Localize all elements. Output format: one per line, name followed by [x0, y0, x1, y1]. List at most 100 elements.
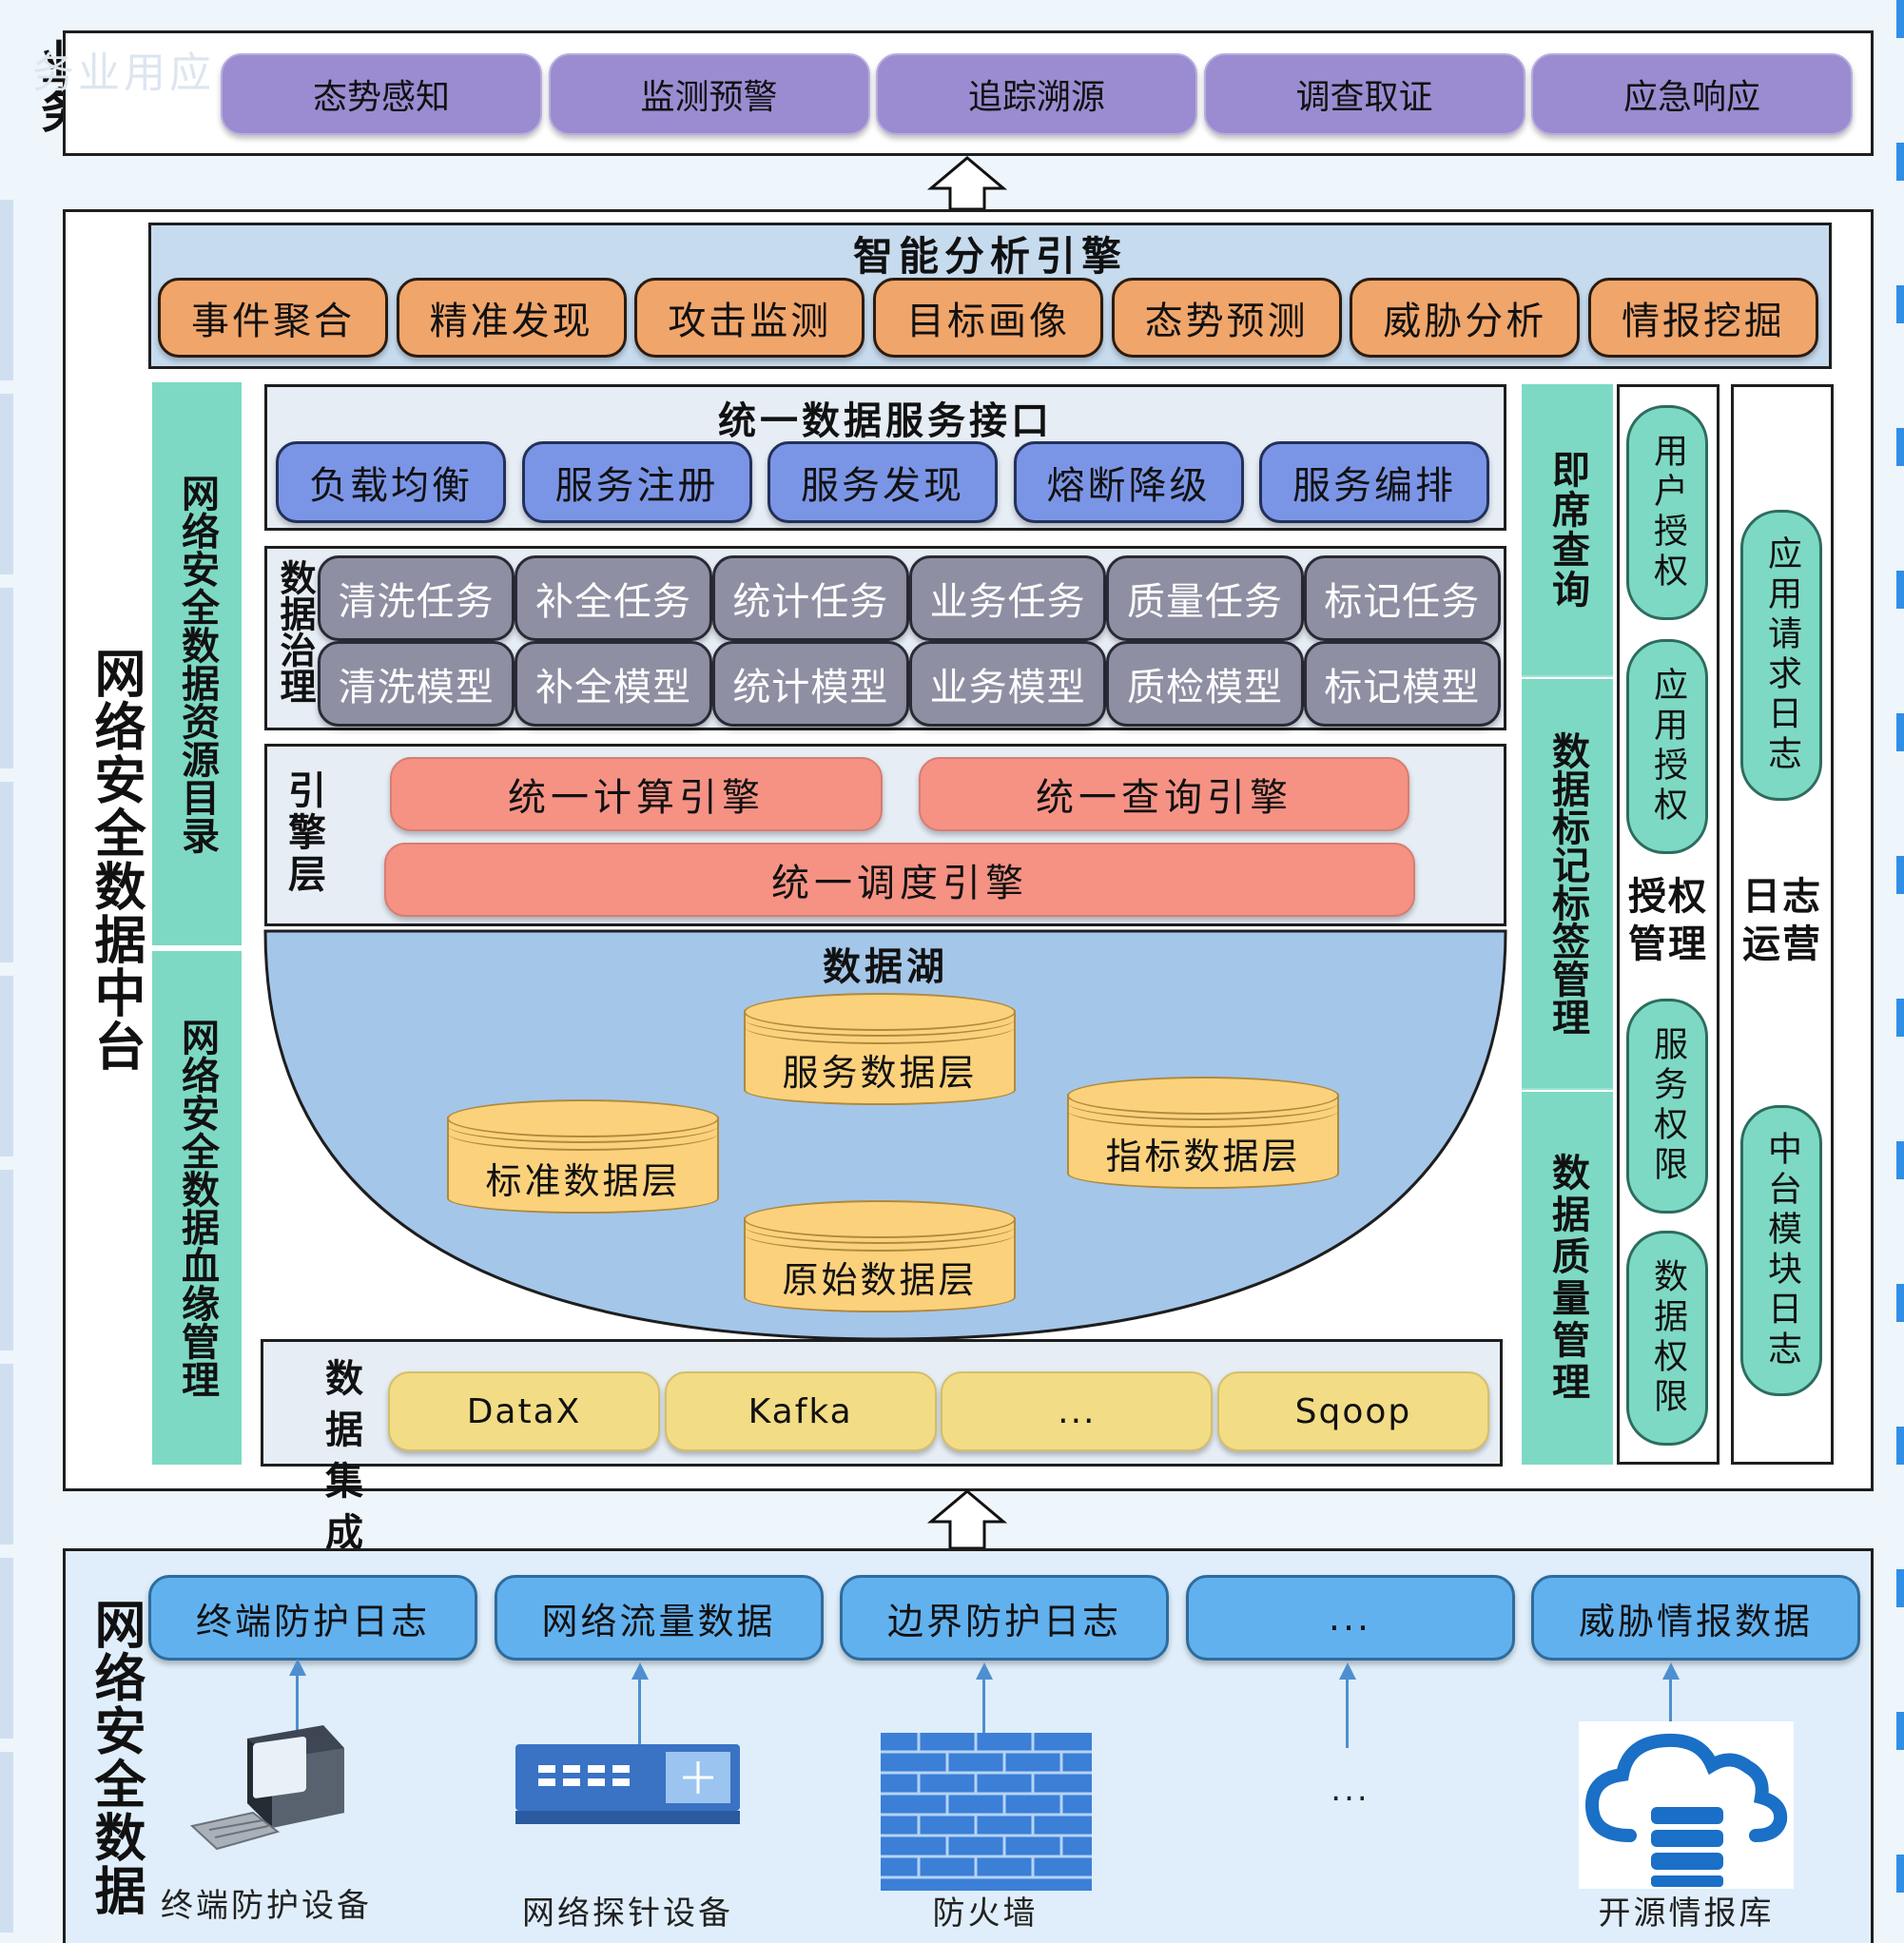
connector-line — [1669, 1678, 1672, 1746]
engine-item[interactable]: 目标画像 — [872, 278, 1103, 358]
log-label: 日志运营 — [1742, 875, 1822, 966]
integration-label: 数据集成 — [319, 1358, 362, 1564]
data-lake-bowl — [263, 929, 1507, 1341]
api-item[interactable]: 熔断降级 — [1013, 441, 1244, 523]
edge-decoration — [1896, 0, 1904, 1943]
up-arrow-icon — [927, 156, 1007, 211]
data-tagging-column[interactable]: 数据标记标签管理 — [1522, 679, 1613, 1090]
engine-item[interactable]: 情报挖掘 — [1587, 278, 1818, 358]
app-request-log[interactable]: 应用请求日志 — [1740, 510, 1822, 801]
app-auth-label: 应用授权 — [1648, 667, 1687, 826]
api-item[interactable]: 服务编排 — [1259, 441, 1489, 523]
standard-data-layer[interactable]: 标准数据层 — [447, 1099, 719, 1214]
adhoc-query-label: 即席查询 — [1545, 450, 1589, 610]
governance-task[interactable]: 业务任务 — [908, 555, 1107, 641]
network-probe-icon — [515, 1744, 740, 1824]
governance-model[interactable]: 业务模型 — [908, 641, 1107, 727]
data-quality-column[interactable]: 数据质量管理 — [1522, 1092, 1613, 1465]
business-item[interactable]: 追踪溯源 — [876, 53, 1197, 135]
service-permission[interactable]: 服务权限 — [1626, 999, 1708, 1214]
arrow-up-icon — [976, 1662, 993, 1680]
arrow-up-icon — [1662, 1662, 1680, 1680]
governance-task[interactable]: 质量任务 — [1106, 555, 1304, 641]
source-item[interactable]: 网络流量数据 — [494, 1575, 824, 1661]
lineage-label: 网络安全数据血缘管理 — [175, 1018, 219, 1398]
integration-item[interactable]: ... — [941, 1371, 1214, 1451]
integration-item[interactable]: Sqoop — [1216, 1371, 1489, 1451]
integration-item[interactable]: Kafka — [664, 1371, 937, 1451]
data-quality-label: 数据质量管理 — [1545, 1153, 1589, 1404]
source-item[interactable]: 边界防护日志 — [840, 1575, 1169, 1661]
lineage-column[interactable]: 网络安全数据血缘管理 — [152, 951, 242, 1465]
module-log-label: 中台模块日志 — [1762, 1131, 1801, 1370]
module-log[interactable]: 中台模块日志 — [1740, 1105, 1822, 1396]
app-auth[interactable]: 应用授权 — [1626, 639, 1708, 854]
business-items: 态势感知 监测预警 追踪溯源 调查取证 应急响应 — [221, 53, 1853, 135]
device-label: 网络探针设备 — [522, 1894, 733, 1933]
governance-row-tasks: 清洗任务 补全任务 统计任务 业务任务 质量任务 标记任务 — [318, 555, 1501, 641]
governance-task[interactable]: 清洗任务 — [318, 555, 515, 641]
api-item[interactable]: 服务注册 — [521, 441, 752, 523]
governance-model[interactable]: 清洗模型 — [318, 641, 515, 727]
engine-item[interactable]: 态势预测 — [1111, 278, 1342, 358]
engine-layer-label: 引擎层 — [282, 770, 325, 896]
business-item[interactable]: 应急响应 — [1531, 53, 1853, 135]
business-item[interactable]: 调查取证 — [1203, 53, 1525, 135]
edge-decoration — [0, 200, 13, 1943]
governance-row-models: 清洗模型 补全模型 统计模型 业务模型 质检模型 标记模型 — [318, 641, 1501, 727]
adhoc-query-column[interactable]: 即席查询 — [1522, 384, 1613, 677]
governance-model[interactable]: 标记模型 — [1303, 641, 1501, 727]
governance-model[interactable]: 补全模型 — [515, 641, 712, 727]
raw-data-layer[interactable]: 原始数据层 — [744, 1200, 1016, 1312]
analysis-engine-title: 智能分析引擎 — [852, 233, 1127, 280]
firewall-icon — [881, 1733, 1092, 1891]
service-permission-label: 服务权限 — [1648, 1026, 1687, 1186]
device-label: 开源情报库 — [1598, 1894, 1775, 1933]
platform-side-label: 网络安全数据中台 — [86, 647, 146, 1073]
service-data-layer[interactable]: 服务数据层 — [744, 993, 1016, 1105]
metric-data-layer[interactable]: 指标数据层 — [1067, 1077, 1339, 1189]
computer-icon — [189, 1725, 344, 1851]
arrow-up-icon — [289, 1659, 306, 1676]
connector-line — [638, 1678, 641, 1744]
connector-line — [982, 1678, 985, 1737]
governance-model[interactable]: 统计模型 — [711, 641, 909, 727]
api-item[interactable]: 服务发现 — [767, 441, 998, 523]
resource-catalog-label: 网络安全数据资源目录 — [175, 474, 219, 854]
governance-model[interactable]: 质检模型 — [1106, 641, 1304, 727]
business-watermark: 应用业务 — [25, 50, 210, 111]
business-item[interactable]: 态势感知 — [221, 53, 542, 135]
integration-items: DataX Kafka ... Sqoop — [388, 1371, 1489, 1451]
governance-task[interactable]: 标记任务 — [1303, 555, 1501, 641]
business-item[interactable]: 监测预警 — [548, 53, 870, 135]
source-item[interactable]: ... — [1185, 1575, 1515, 1661]
connector-line — [1346, 1678, 1349, 1748]
engine-item[interactable]: 攻击监测 — [634, 278, 865, 358]
governance-task[interactable]: 补全任务 — [515, 555, 712, 641]
source-item[interactable]: 终端防护日志 — [148, 1575, 477, 1661]
query-engine[interactable]: 统一查询引擎 — [919, 757, 1409, 831]
compute-engine[interactable]: 统一计算引擎 — [390, 757, 883, 831]
user-auth-label: 用户授权 — [1648, 433, 1687, 593]
arrow-up-icon — [1339, 1662, 1356, 1680]
source-item[interactable]: 威胁情报数据 — [1531, 1575, 1860, 1661]
app-request-log-label: 应用请求日志 — [1762, 535, 1801, 775]
governance-task[interactable]: 统计任务 — [711, 555, 909, 641]
engine-item[interactable]: 威胁分析 — [1350, 278, 1581, 358]
sources-side-label: 网络安全数据 — [86, 1598, 146, 1917]
arrow-up-icon — [631, 1662, 649, 1680]
auth-label: 授权管理 — [1628, 875, 1708, 966]
engine-item[interactable]: 精准发现 — [396, 278, 627, 358]
engine-item[interactable]: 事件聚合 — [158, 278, 388, 358]
resource-catalog-column[interactable]: 网络安全数据资源目录 — [152, 382, 242, 945]
connector-line — [296, 1674, 299, 1750]
source-items: 终端防护日志 网络流量数据 边界防护日志 ... 威胁情报数据 — [148, 1575, 1860, 1661]
data-permission[interactable]: 数据权限 — [1626, 1231, 1708, 1446]
integration-item[interactable]: DataX — [388, 1371, 660, 1451]
user-auth[interactable]: 用户授权 — [1626, 405, 1708, 620]
schedule-engine[interactable]: 统一调度引擎 — [384, 843, 1415, 917]
standard-data-layer-label: 标准数据层 — [485, 1160, 681, 1202]
service-api-title: 统一数据服务接口 — [718, 399, 1053, 443]
api-item[interactable]: 负载均衡 — [276, 441, 506, 523]
service-data-layer-label: 服务数据层 — [782, 1052, 978, 1094]
